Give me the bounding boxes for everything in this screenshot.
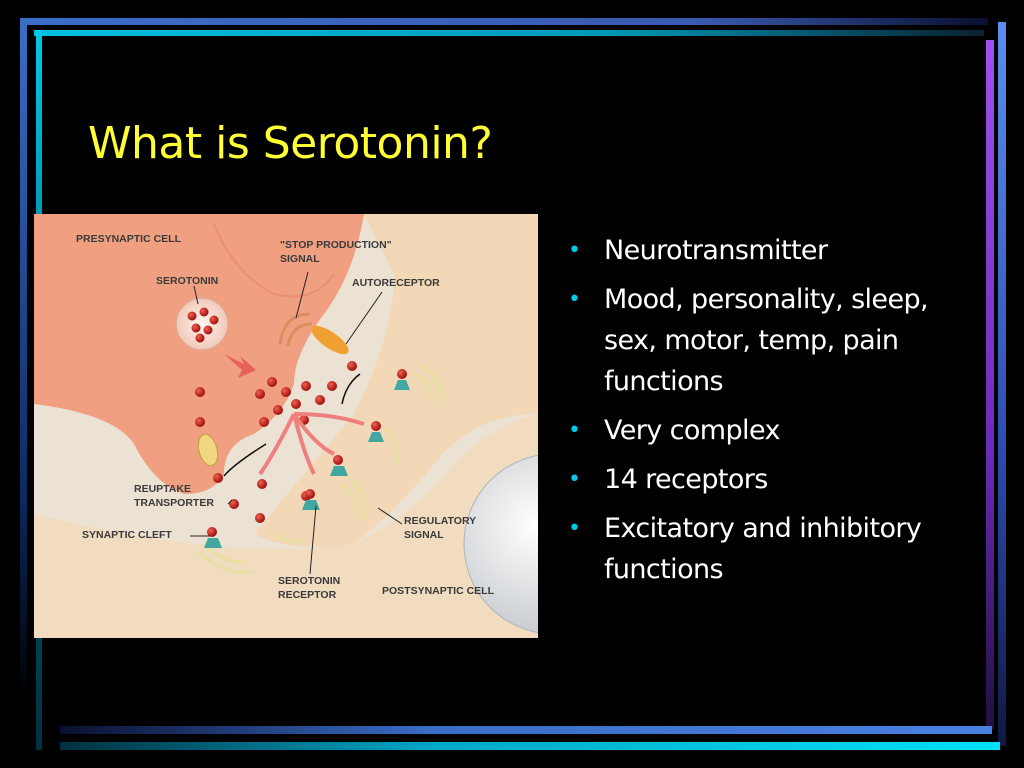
label-serotonin: SEROTONIN <box>156 275 218 287</box>
presynaptic-cell <box>34 214 364 494</box>
top-accent-bar <box>34 30 984 36</box>
bullet-item: • Excitatory and inhibitory functions <box>564 508 964 590</box>
top-border-bar <box>20 18 988 25</box>
release-arrow <box>224 354 256 378</box>
bullet-text: 14 receptors <box>604 464 768 495</box>
slide-title: What is Serotonin? <box>88 118 493 169</box>
label-presynaptic-cell: PRESYNAPTIC CELL <box>76 233 182 245</box>
autoreceptor-icon <box>278 312 349 355</box>
vesicle-molecules <box>187 307 219 343</box>
bullet-icon: • <box>568 467 581 492</box>
postsynaptic-cell-lower <box>34 414 538 638</box>
right-border-bar <box>998 22 1006 746</box>
bottom-border-bar <box>60 726 992 734</box>
bullet-item: • Mood, personality, sleep, sex, motor, t… <box>564 279 964 402</box>
postsynaptic-sphere <box>463 454 538 634</box>
reuptake-transporter-icon <box>197 433 219 467</box>
label-regulatory-signal: SIGNAL <box>404 529 444 541</box>
postsynaptic-cell-upper <box>254 214 538 548</box>
label-postsynaptic-cell: POSTSYNAPTIC CELL <box>382 585 495 597</box>
reuptake-arrow <box>223 443 267 477</box>
bullet-item: • Neurotransmitter <box>564 230 964 271</box>
label-reuptake: REUPTAKE <box>134 483 191 495</box>
bullet-icon: • <box>568 418 581 443</box>
bullet-item: • Very complex <box>564 410 964 451</box>
label-serotonin-receptor: SEROTONIN <box>278 575 340 587</box>
right-accent-bar <box>986 40 994 730</box>
label-autoreceptor: AUTORECEPTOR <box>352 277 440 289</box>
bullet-icon: • <box>568 238 581 263</box>
bullet-icon: • <box>568 287 581 312</box>
synapse-diagram: PRESYNAPTIC CELL "STOP PRODUCTION" SIGNA… <box>34 214 538 638</box>
label-receptor: RECEPTOR <box>278 589 337 601</box>
synaptic-molecules <box>195 361 357 523</box>
bullet-list: • Neurotransmitter • Mood, personality, sl… <box>564 230 964 598</box>
bottom-accent-bar <box>60 742 1000 750</box>
label-stop-production-signal: SIGNAL <box>280 253 320 265</box>
label-transporter: TRANSPORTER <box>134 497 214 509</box>
bullet-text: Mood, personality, sleep, sex, motor, te… <box>604 284 929 397</box>
left-border-bar <box>20 18 27 698</box>
label-regulatory: REGULATORY <box>404 515 476 527</box>
autoreceptor-arrow <box>341 373 361 405</box>
label-stop-production: "STOP PRODUCTION" <box>280 239 392 251</box>
serotonin-vesicle <box>175 297 229 351</box>
diffusion-arrows <box>258 412 365 476</box>
bullet-text: Very complex <box>604 415 780 446</box>
bullet-icon: • <box>568 516 581 541</box>
serotonin-receptors <box>204 369 410 548</box>
bullet-text: Neurotransmitter <box>604 235 828 266</box>
bullet-text: Excitatory and inhibitory functions <box>604 513 922 585</box>
label-pointers <box>190 271 403 575</box>
bullet-item: • 14 receptors <box>564 459 964 500</box>
label-synaptic-cleft: SYNAPTIC CLEFT <box>82 529 172 541</box>
synapse-illustration: PRESYNAPTIC CELL "STOP PRODUCTION" SIGNA… <box>34 214 538 638</box>
